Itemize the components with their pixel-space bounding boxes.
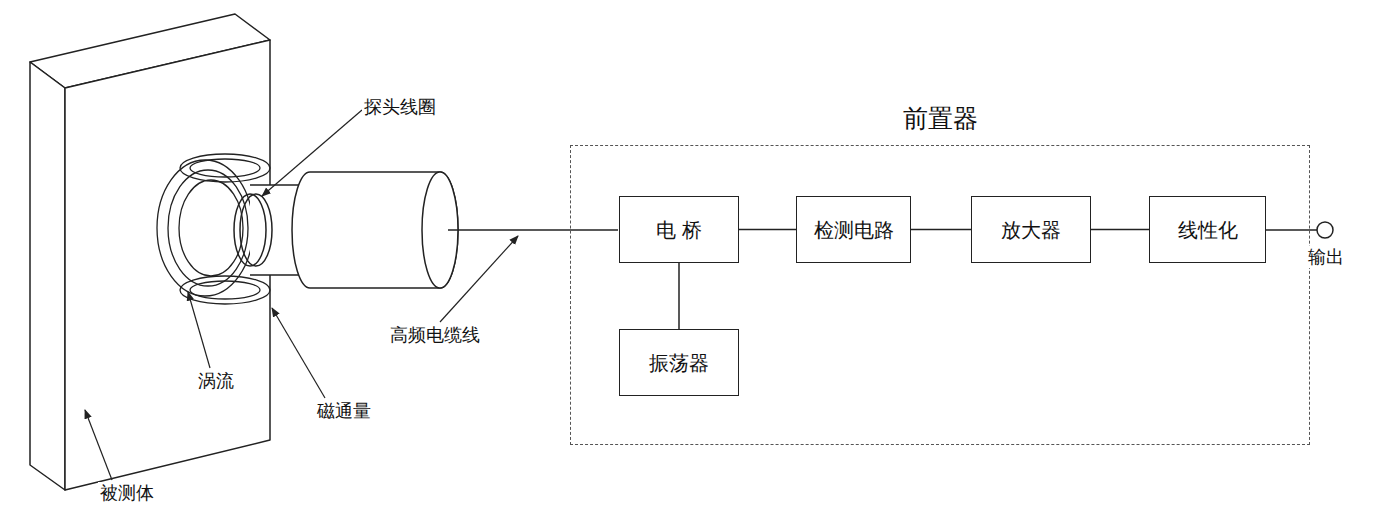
box-label: 线性化 bbox=[1178, 218, 1238, 242]
connector bbox=[1091, 229, 1149, 231]
box-label: 检测电路 bbox=[814, 218, 894, 242]
box-label: 振荡器 bbox=[649, 351, 709, 375]
oscillator-box: 振荡器 bbox=[619, 329, 739, 396]
part-label: 被测体 bbox=[98, 482, 156, 504]
probe-body bbox=[250, 172, 458, 288]
box-label: 放大器 bbox=[1001, 218, 1061, 242]
box-label: 电 桥 bbox=[656, 218, 702, 242]
connector bbox=[739, 229, 796, 231]
cable bbox=[448, 229, 618, 231]
probe-coil bbox=[234, 194, 272, 266]
connector bbox=[678, 263, 680, 329]
amplifier-box: 放大器 bbox=[971, 196, 1091, 263]
part-label: 磁通量 bbox=[315, 400, 373, 422]
part-label: 涡流 bbox=[196, 370, 236, 392]
part-label: 探头线圈 bbox=[362, 96, 438, 118]
bridge-box: 电 桥 bbox=[619, 196, 739, 263]
group-title: 前置器 bbox=[571, 104, 1309, 134]
test-body bbox=[30, 14, 270, 490]
terminal-label: 输出 bbox=[1306, 246, 1346, 268]
connector bbox=[911, 229, 971, 231]
output-terminal bbox=[1317, 222, 1333, 238]
part-label: 高频电缆线 bbox=[388, 324, 482, 346]
preamplifier-group: 前置器电 桥振荡器检测电路放大器线性化 bbox=[570, 145, 1310, 445]
leader-line bbox=[85, 110, 518, 480]
linearizer-box: 线性化 bbox=[1149, 196, 1266, 263]
detector-box: 检测电路 bbox=[796, 196, 911, 263]
